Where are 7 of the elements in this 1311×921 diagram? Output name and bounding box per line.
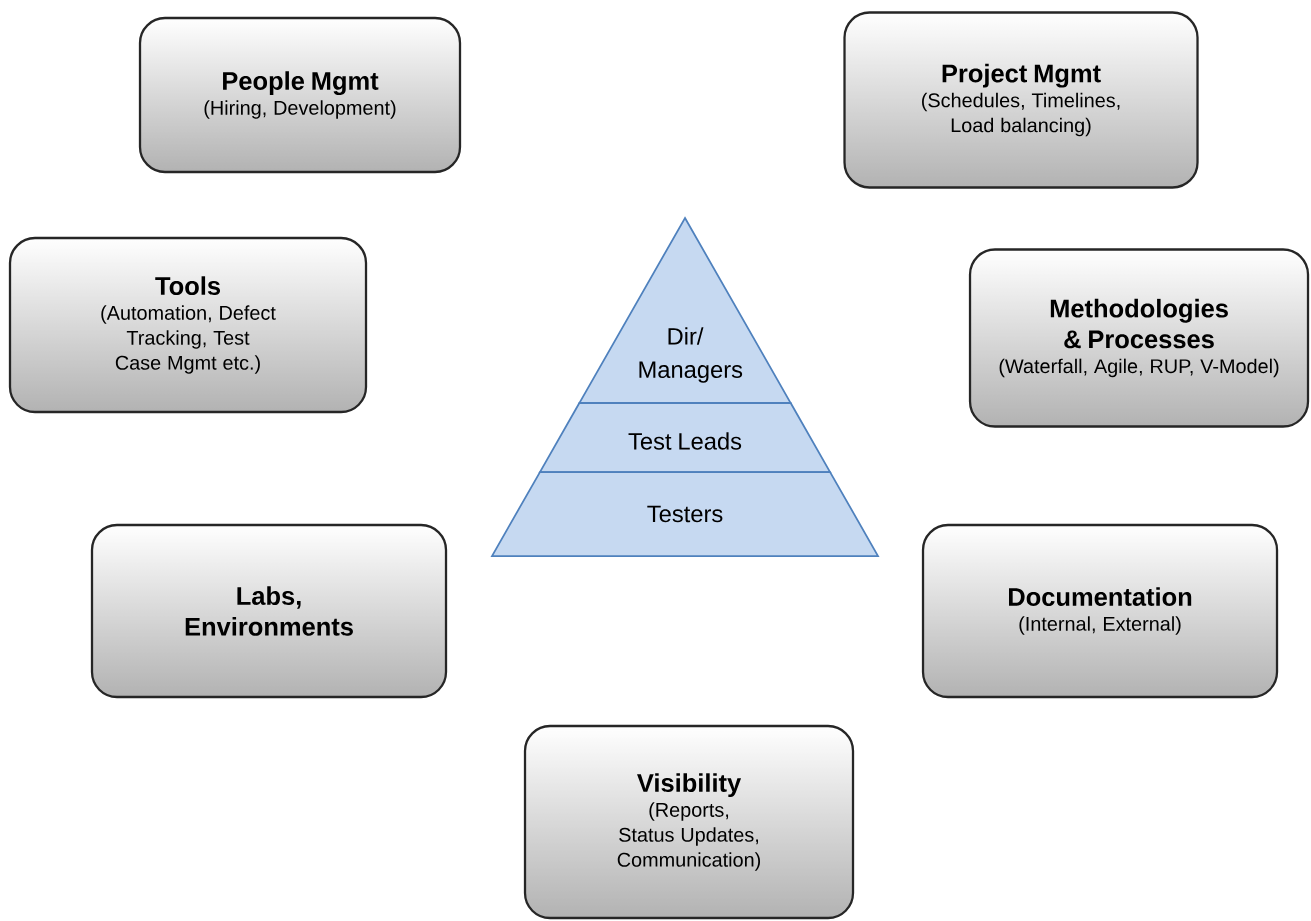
rounded-box: Labs, Environments — [90, 523, 448, 699]
rounded-box: Project Mgmt (Schedules, Timelines, Load balancing) — [843, 11, 1199, 189]
rounded-box: Tools (Automation, Defect Tracking, Test Case Mgmt etc.) — [8, 236, 368, 414]
rounded-box: People Mgmt (Hiring, Development) — [138, 16, 462, 174]
rounded-box: Documentation (Internal, External) — [921, 523, 1279, 699]
rounded-box: Visibility (Reports, Status Updates, Communication) — [523, 724, 855, 920]
rounded-box: Methodologies & Processes (Waterfall, Agile, RUP, V-Model) — [968, 248, 1310, 428]
